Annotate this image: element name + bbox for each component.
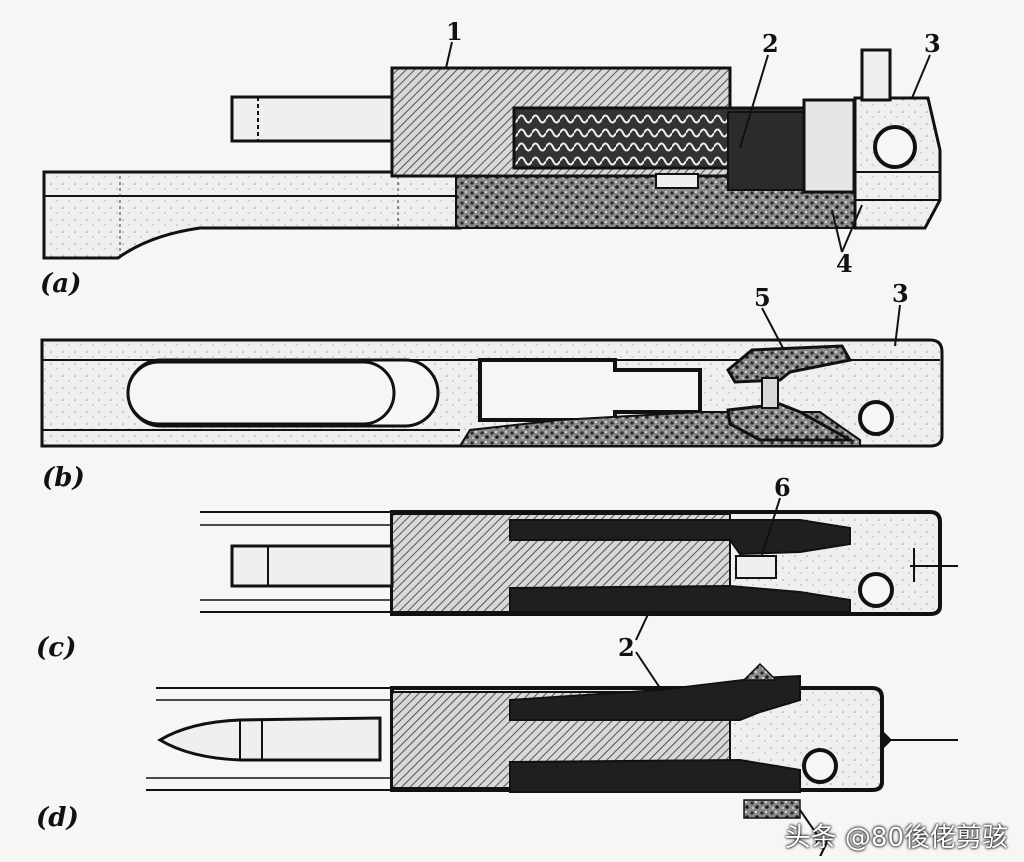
extractor-lower-d <box>509 758 801 793</box>
cartridge-c <box>230 544 394 588</box>
panel-d <box>146 651 958 837</box>
pivot-pin-b <box>858 400 894 436</box>
panel-c <box>200 497 958 641</box>
extractor-upper <box>726 344 853 384</box>
pivot-pin <box>873 125 917 169</box>
guide-rail <box>42 170 462 260</box>
callout-2: 2 <box>762 29 779 58</box>
extractor-lower <box>726 402 856 442</box>
callout-5: 5 <box>754 283 771 312</box>
firing-pin-stud <box>860 48 892 102</box>
panel-a <box>42 41 942 260</box>
panel-label-c: (c) <box>36 633 76 663</box>
panel-b <box>40 304 944 448</box>
callout-7: 7 <box>814 833 831 862</box>
pivot-pin-d <box>802 748 838 784</box>
panel-label-b: (b) <box>42 463 85 493</box>
spring-guide <box>727 111 805 191</box>
panel-label-d: (d) <box>36 803 79 833</box>
callout-6: 6 <box>774 473 791 502</box>
cartridge-stem <box>230 95 394 143</box>
extractor-lower-c <box>509 584 851 613</box>
callout-2b: 2 <box>618 633 635 662</box>
pivot-pin-c <box>858 572 894 608</box>
cartridge-d <box>157 716 382 762</box>
callout-3: 3 <box>924 29 941 58</box>
callout-1: 1 <box>446 17 463 46</box>
locking-lug <box>802 98 856 194</box>
callout-4: 4 <box>836 249 853 278</box>
extractor-upper-d <box>509 674 801 721</box>
watermark: 头条 @80後佬剪骇 <box>784 823 1008 853</box>
bolt-window <box>478 358 702 422</box>
callout-3b: 3 <box>892 279 909 308</box>
panel-label-a: (a) <box>40 269 81 299</box>
